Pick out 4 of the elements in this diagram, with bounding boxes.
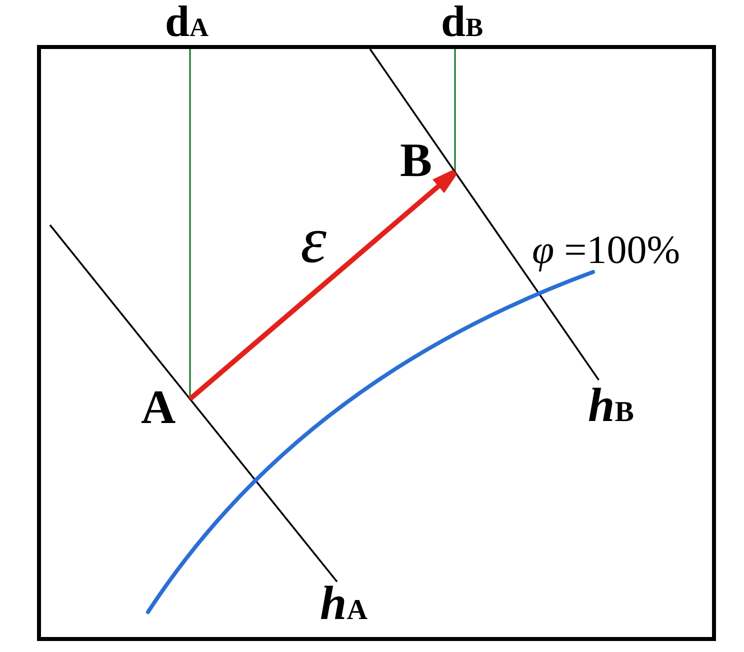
point-label: B [400, 137, 455, 185]
edge-label: ε [300, 218, 327, 264]
curve-label: φ =100% [532, 230, 680, 270]
point-label: A [141, 384, 190, 432]
